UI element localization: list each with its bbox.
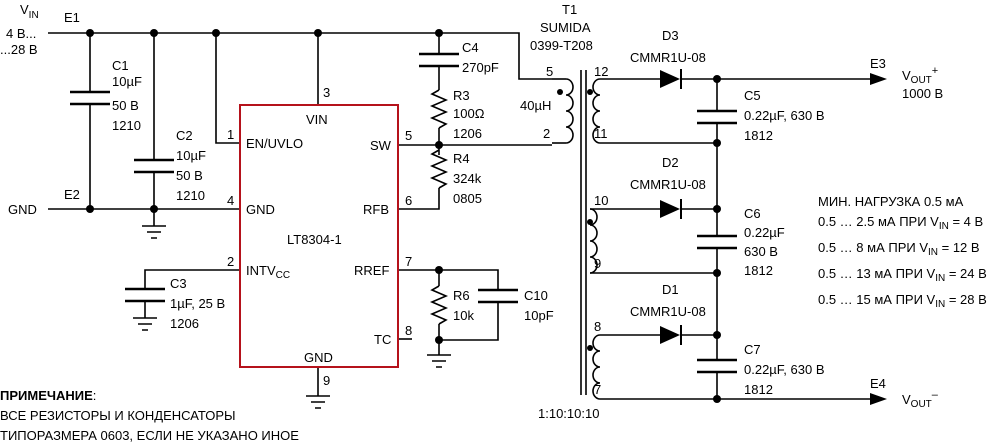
ic-pin-rref: RREF [354, 263, 389, 278]
load-note-row-4: 0.5 … 15 мА ПРИ VIN = 28 В [818, 292, 987, 310]
ic-pin-intvcc: INTVCC [246, 263, 290, 281]
junction-dots [86, 29, 721, 403]
r3-size: 1206 [453, 126, 482, 141]
c7-value: 0.22µF, 630 В [744, 362, 825, 377]
ic-pin-rfb: RFB [363, 202, 389, 217]
vout-minus-label: VOUT– [902, 389, 939, 410]
load-note-row-1: 0.5 … 2.5 мА ПРИ VIN = 4 В [818, 214, 983, 232]
c1-value: 10µF [112, 74, 142, 89]
diode-d1 [660, 325, 682, 345]
c5-size: 1812 [744, 128, 773, 143]
c7-size: 1812 [744, 382, 773, 397]
t1-turns-ratio: 1:10:10:10 [538, 406, 599, 421]
c6-size: 1812 [744, 263, 773, 278]
t1-pin-10: 10 [594, 193, 608, 208]
c6-voltage: 630 В [744, 244, 778, 259]
t1-pin-5: 5 [546, 64, 553, 79]
node-e4-label: E4 [870, 376, 886, 391]
pin-3-number: 3 [323, 85, 330, 100]
r4-ref: R4 [453, 151, 470, 166]
ic-pin-tc: TC [374, 332, 391, 347]
ground-symbols [133, 225, 451, 409]
t1-pin-11: 11 [594, 126, 608, 141]
gnd-input-label: GND [8, 202, 37, 217]
pin-9-number: 9 [323, 373, 330, 388]
c5-ref: C5 [744, 88, 761, 103]
t1-pin-7: 7 [594, 382, 601, 397]
pin-6-number: 6 [405, 193, 412, 208]
pin-5-number: 5 [405, 128, 412, 143]
t1-maker: SUMIDA [540, 20, 591, 35]
pin-2-number: 2 [227, 254, 234, 269]
ic-pin-vin: VIN [306, 112, 328, 127]
r3-value: 100Ω [453, 106, 485, 121]
c6-ref: C6 [744, 206, 761, 221]
pin-4-number: 4 [227, 193, 234, 208]
c4-ref: C4 [462, 40, 479, 55]
t1-pin-8: 8 [594, 319, 601, 334]
d3-part: CMMR1U-08 [630, 50, 706, 65]
output-arrows [870, 73, 887, 405]
vout-plus-label: VOUT+ [902, 65, 938, 86]
t1-pin-12: 12 [594, 64, 608, 79]
r4-value: 324k [453, 171, 482, 186]
c3-value: 1µF, 25 В [170, 296, 225, 311]
note-line-1: ВСЕ РЕЗИСТОРЫ И КОНДЕНСАТОРЫ [0, 408, 236, 423]
d1-part: CMMR1U-08 [630, 304, 706, 319]
node-e1-label: E1 [64, 10, 80, 25]
c2-voltage: 50 В [176, 168, 203, 183]
note-line-2: ТИПОРАЗМЕРА 0603, ЕСЛИ НЕ УКАЗАНО ИНОЕ [0, 428, 299, 443]
d3-ref: D3 [662, 28, 679, 43]
c2-size: 1210 [176, 188, 205, 203]
ic-lt8304-body [239, 104, 399, 368]
capacitor-plates [70, 52, 737, 374]
diode-d3 [660, 69, 682, 89]
ic-pin-en-uvlo: EN/UVLO [246, 136, 303, 151]
r3-ref: R3 [453, 88, 470, 103]
load-notes-title: МИН. НАГРУЗКА 0.5 мА [818, 194, 964, 209]
diode-d2 [660, 199, 682, 219]
c1-voltage: 50 В [112, 98, 139, 113]
r4-size: 0805 [453, 191, 482, 206]
c1-ref: C1 [112, 58, 129, 73]
node-e3-label: E3 [870, 56, 886, 71]
d2-ref: D2 [662, 155, 679, 170]
vin-range-line1: 4 В... [6, 26, 36, 41]
note-heading: ПРИМЕЧАНИЕ: [0, 388, 96, 403]
c5-value: 0.22µF, 630 В [744, 108, 825, 123]
t1-part: 0399-T208 [530, 38, 593, 53]
c6-value: 0.22µF [744, 225, 785, 240]
d2-part: CMMR1U-08 [630, 177, 706, 192]
ic-pin-sw: SW [370, 138, 392, 153]
t1-pin-2: 2 [543, 126, 550, 141]
t1-ref: T1 [562, 2, 577, 17]
d1-ref: D1 [662, 282, 679, 297]
c2-ref: C2 [176, 128, 193, 143]
load-note-row-2: 0.5 … 8 мА ПРИ VIN = 12 В [818, 240, 980, 258]
r6-ref: R6 [453, 288, 470, 303]
load-note-row-3: 0.5 … 13 мА ПРИ VIN = 24 В [818, 266, 987, 284]
c1-size: 1210 [112, 118, 141, 133]
c3-size: 1206 [170, 316, 199, 331]
c10-value: 10pF [524, 308, 554, 323]
pin-8-number: 8 [405, 323, 412, 338]
node-e2-label: E2 [64, 187, 80, 202]
c3-ref: C3 [170, 276, 187, 291]
r6-value: 10k [453, 308, 474, 323]
c10-ref: C10 [524, 288, 548, 303]
c7-ref: C7 [744, 342, 761, 357]
pin-7-number: 7 [405, 254, 412, 269]
ic-pin-gnd-bottom: GND [304, 350, 333, 365]
t1-inductance: 40µH [520, 98, 551, 113]
ic-pin-gnd-left: GND [246, 202, 275, 217]
vout-voltage: 1000 В [902, 86, 943, 101]
c4-value: 270pF [462, 60, 499, 75]
vin-range-line2: ...28 В [0, 42, 38, 57]
pin-1-number: 1 [227, 127, 234, 142]
c2-value: 10µF [176, 148, 206, 163]
vin-label: VIN [20, 2, 39, 21]
t1-pin-9: 9 [594, 256, 601, 271]
ic-part-number: LT8304-1 [287, 232, 342, 247]
